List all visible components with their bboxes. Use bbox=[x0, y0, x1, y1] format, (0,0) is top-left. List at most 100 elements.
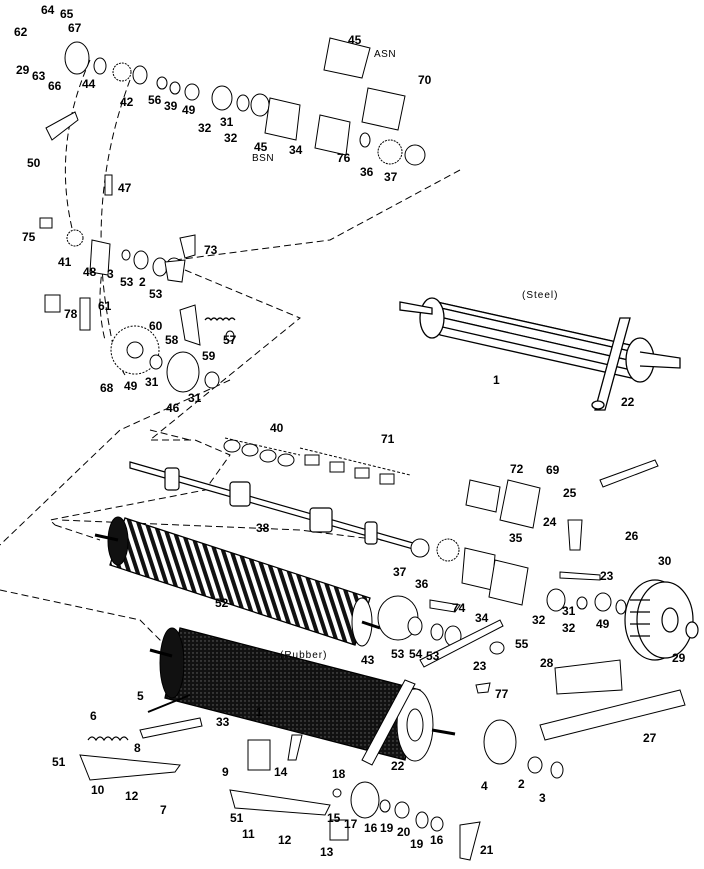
part-label: 45 bbox=[254, 140, 268, 154]
asn-note: ASN bbox=[374, 49, 397, 60]
part-label: 2 bbox=[139, 275, 146, 289]
part-label: 31 bbox=[562, 604, 576, 618]
part-label: 77 bbox=[495, 687, 509, 701]
part-label: 22 bbox=[391, 759, 405, 773]
part-label: 72 bbox=[510, 462, 524, 476]
part-label: 11 bbox=[242, 827, 255, 841]
part-label: 5 bbox=[137, 689, 144, 703]
part-label: 53 bbox=[391, 647, 405, 661]
fluted-roller-52 bbox=[94, 516, 381, 647]
part-label: 6 bbox=[90, 709, 97, 723]
part-label: 14 bbox=[274, 765, 288, 779]
part-label: 68 bbox=[100, 381, 114, 395]
part-label: 12 bbox=[278, 833, 292, 847]
part-label: 34 bbox=[475, 611, 489, 625]
part-label: 12 bbox=[125, 789, 139, 803]
part-label: 21 bbox=[480, 843, 494, 857]
part-label: 78 bbox=[64, 307, 78, 321]
part-label: 54 bbox=[409, 647, 423, 661]
part-label: 48 bbox=[83, 265, 97, 279]
pulley-30 bbox=[624, 579, 699, 661]
part-label: 65 bbox=[60, 7, 74, 21]
part-label: 33 bbox=[216, 715, 230, 729]
part-label: 66 bbox=[48, 79, 62, 93]
rubber-roller bbox=[149, 627, 456, 766]
part-label: 16 bbox=[430, 833, 444, 847]
part-label: 29 bbox=[672, 651, 686, 665]
part-label: 18 bbox=[332, 767, 346, 781]
part-label: 53 bbox=[149, 287, 163, 301]
part-label: 27 bbox=[643, 731, 657, 745]
part-label: 1 bbox=[256, 705, 263, 719]
part-label: 56 bbox=[148, 93, 162, 107]
part-label: 19 bbox=[380, 821, 394, 835]
part-label: 9 bbox=[222, 765, 229, 779]
part-label: 4 bbox=[481, 779, 488, 793]
part-label: 74 bbox=[452, 601, 466, 615]
part-label: 26 bbox=[625, 529, 639, 543]
part-label: 41 bbox=[58, 255, 72, 269]
sprockets bbox=[66, 62, 460, 562]
part-label: 13 bbox=[320, 845, 334, 859]
part-label: 49 bbox=[596, 617, 610, 631]
part-label: 1 bbox=[493, 373, 500, 387]
part-label: 10 bbox=[91, 783, 105, 797]
part-label: 38 bbox=[256, 521, 270, 535]
part-label: 50 bbox=[27, 156, 41, 170]
part-label: 36 bbox=[360, 165, 374, 179]
part-label: 19 bbox=[410, 837, 424, 851]
plates-and-brackets bbox=[39, 37, 686, 861]
part-label: 52 bbox=[215, 596, 229, 610]
part-label: 28 bbox=[540, 656, 554, 670]
part-label: 62 bbox=[14, 25, 28, 39]
part-label: 3 bbox=[107, 267, 114, 281]
bearing-clips-71 bbox=[299, 447, 411, 485]
part-label: 43 bbox=[361, 653, 375, 667]
steel-roller bbox=[399, 297, 681, 411]
part-label: 49 bbox=[182, 103, 196, 117]
part-label: 53 bbox=[120, 275, 134, 289]
rubber-roller-note: (Rubber) bbox=[280, 650, 328, 661]
part-label: 75 bbox=[22, 230, 36, 244]
part-label: 35 bbox=[509, 531, 523, 545]
part-label: 25 bbox=[563, 486, 577, 500]
bearings-and-washers bbox=[64, 41, 627, 832]
part-label: 39 bbox=[164, 99, 178, 113]
part-label: 32 bbox=[562, 621, 576, 635]
part-label: 44 bbox=[82, 77, 96, 91]
part-label: 20 bbox=[397, 825, 411, 839]
springs bbox=[87, 317, 236, 742]
bearing-clips-40 bbox=[223, 437, 301, 467]
part-label: 42 bbox=[120, 95, 134, 109]
part-label: 32 bbox=[198, 121, 212, 135]
part-label: 32 bbox=[224, 131, 238, 145]
part-label: 45 bbox=[348, 33, 362, 47]
part-label: 17 bbox=[344, 817, 358, 831]
part-label: 7 bbox=[160, 803, 167, 817]
part-label: 37 bbox=[393, 565, 407, 579]
part-label: 32 bbox=[532, 613, 546, 627]
part-label: 67 bbox=[68, 21, 82, 35]
part-label: 31 bbox=[220, 115, 234, 129]
part-label: 23 bbox=[473, 659, 487, 673]
part-label: 46 bbox=[166, 401, 180, 415]
part-label: 57 bbox=[223, 333, 237, 347]
part-label: 76 bbox=[337, 151, 351, 165]
part-label: 71 bbox=[381, 432, 395, 446]
part-label: 69 bbox=[546, 463, 560, 477]
part-label: 30 bbox=[658, 554, 672, 568]
part-label: 51 bbox=[52, 755, 66, 769]
part-label: 70 bbox=[418, 73, 432, 87]
part-label: 36 bbox=[415, 577, 429, 591]
part-label: 59 bbox=[202, 349, 216, 363]
part-label: 34 bbox=[289, 143, 303, 157]
part-label: 29 bbox=[16, 63, 30, 77]
part-label: 37 bbox=[384, 170, 398, 184]
part-label: 73 bbox=[204, 243, 218, 257]
part-label: 51 bbox=[230, 811, 244, 825]
part-label: 22 bbox=[621, 395, 635, 409]
steel-roller-note: (Steel) bbox=[522, 290, 559, 301]
part-label: 31 bbox=[145, 375, 159, 389]
